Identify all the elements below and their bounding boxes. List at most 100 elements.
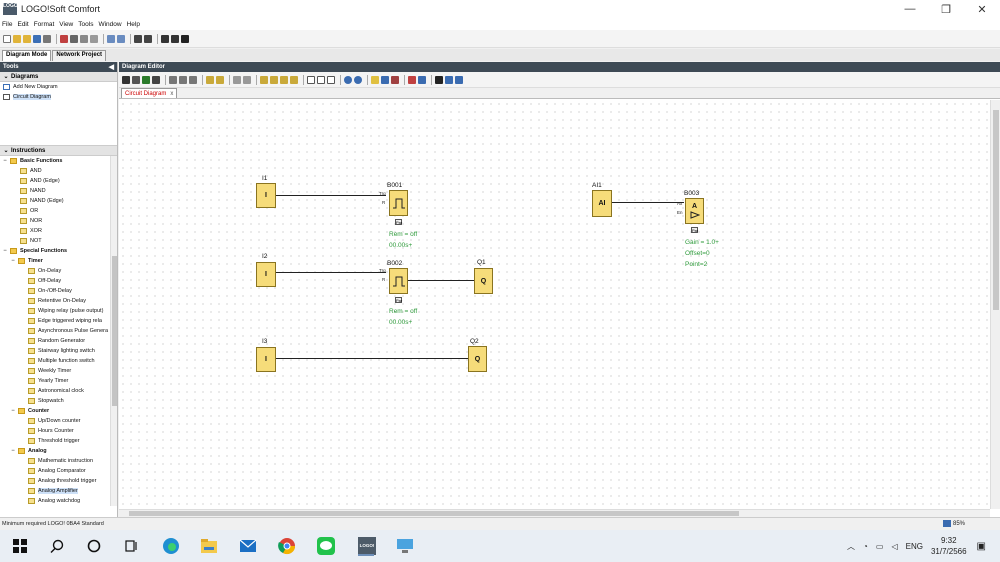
upload-icon[interactable] bbox=[144, 34, 152, 43]
page-icon[interactable] bbox=[317, 75, 325, 84]
param-box-icon[interactable]: Par bbox=[395, 297, 403, 303]
text-tool-icon[interactable] bbox=[152, 75, 160, 84]
copy-icon[interactable] bbox=[80, 34, 88, 43]
tree-item-timer[interactable]: Stopwatch bbox=[0, 396, 117, 406]
output-q2-block[interactable]: Q bbox=[468, 346, 487, 372]
menu-view[interactable]: View bbox=[59, 20, 74, 28]
tree-item-timer[interactable]: Yearly Timer bbox=[0, 376, 117, 386]
tree-item-not[interactable]: NOT bbox=[0, 236, 117, 246]
menu-window[interactable]: Window bbox=[98, 20, 122, 28]
canvas-horizontal-scrollbar[interactable] bbox=[119, 509, 990, 517]
open-recent-icon[interactable] bbox=[23, 34, 31, 43]
zoom-out-icon[interactable] bbox=[354, 75, 362, 84]
logo-soft-comfort-taskbar-icon[interactable]: LOGO! bbox=[356, 536, 378, 556]
download-icon[interactable] bbox=[134, 34, 142, 43]
battery-icon[interactable]: ▭ bbox=[875, 541, 884, 551]
diagram-canvas[interactable]: I1 I B001 Trg R Par Rem = off 00.00s+ I2… bbox=[119, 100, 990, 509]
block-view-icon[interactable] bbox=[290, 75, 298, 84]
redo-icon[interactable] bbox=[117, 34, 125, 43]
param-box-icon[interactable]: Par bbox=[395, 219, 403, 225]
scrollbar-thumb[interactable] bbox=[129, 511, 739, 516]
paste-icon[interactable] bbox=[90, 34, 98, 43]
instructions-scrollbar[interactable] bbox=[110, 156, 117, 506]
close-icon[interactable]: x bbox=[170, 90, 174, 97]
tree-folder-analog[interactable]: − Analog bbox=[0, 446, 117, 456]
tree-item-nor[interactable]: NOR bbox=[0, 216, 117, 226]
menu-edit[interactable]: Edit bbox=[17, 20, 29, 28]
tree-item-analog[interactable]: Analog Amplifier bbox=[0, 486, 117, 496]
tree-item-timer[interactable]: Wiping relay (pulse output) bbox=[0, 306, 117, 316]
menu-help[interactable]: Help bbox=[126, 20, 140, 28]
input-i2-block[interactable]: I bbox=[256, 262, 276, 287]
tab-network-project[interactable]: Network Project bbox=[52, 50, 107, 61]
language-indicator[interactable]: ENG bbox=[905, 541, 923, 551]
zoom-readout[interactable]: 85% bbox=[942, 520, 965, 527]
file-explorer-icon[interactable] bbox=[199, 536, 219, 556]
page-icon[interactable] bbox=[307, 75, 315, 84]
signal-icon[interactable] bbox=[435, 75, 443, 84]
chrome-icon[interactable] bbox=[277, 536, 297, 556]
tree-item-analog[interactable]: Mathematic instruction bbox=[0, 456, 117, 466]
zoom-in-icon[interactable] bbox=[344, 75, 352, 84]
clock[interactable]: 9:32 31/7/2566 bbox=[931, 535, 967, 557]
tree-folder-counter[interactable]: − Counter bbox=[0, 406, 117, 416]
online-test-icon[interactable] bbox=[216, 75, 224, 84]
tab-diagram-mode[interactable]: Diagram Mode bbox=[2, 50, 52, 61]
tree-item-or[interactable]: OR bbox=[0, 206, 117, 216]
tool-icon[interactable] bbox=[418, 75, 426, 84]
page-icon[interactable] bbox=[327, 75, 335, 84]
open-folder-icon[interactable] bbox=[13, 34, 21, 43]
wire[interactable] bbox=[276, 358, 468, 360]
collapse-panel-icon[interactable]: ◀ bbox=[108, 64, 114, 71]
tree-folder-timer[interactable]: − Timer bbox=[0, 256, 117, 266]
output-q1-block[interactable]: Q bbox=[474, 268, 493, 294]
save-icon[interactable] bbox=[33, 34, 41, 43]
input-i1-block[interactable]: I bbox=[256, 183, 276, 208]
chevron-up-icon[interactable]: ︿ bbox=[847, 541, 856, 551]
remote-desktop-icon[interactable] bbox=[395, 536, 415, 556]
tree-item-timer[interactable]: Weekly Timer bbox=[0, 366, 117, 376]
selection-tool-icon[interactable] bbox=[122, 75, 130, 84]
block-b001[interactable] bbox=[389, 190, 408, 216]
tree-item-timer[interactable]: Random Generator bbox=[0, 336, 117, 346]
menu-file[interactable]: File bbox=[2, 20, 13, 28]
redo-icon[interactable] bbox=[243, 75, 251, 84]
mail-icon[interactable] bbox=[238, 536, 258, 556]
print-icon[interactable] bbox=[43, 34, 51, 43]
scrollbar-thumb[interactable] bbox=[112, 256, 117, 406]
add-new-diagram-item[interactable]: Add New Diagram bbox=[0, 82, 117, 92]
tree-item-timer[interactable]: Astronomical clock bbox=[0, 386, 117, 396]
task-view-icon[interactable] bbox=[121, 536, 141, 556]
network-icon[interactable]: ◔ bbox=[863, 541, 868, 551]
scrollbar-thumb[interactable] bbox=[993, 110, 999, 310]
tree-item-analog[interactable]: Analog watchdog bbox=[0, 496, 117, 506]
minimize-button[interactable]: — bbox=[904, 3, 916, 15]
instructions-section-header[interactable]: ⌄ Instructions bbox=[0, 146, 117, 156]
tree-item-counter[interactable]: Hours Counter bbox=[0, 426, 117, 436]
simulation-icon[interactable] bbox=[206, 75, 214, 84]
edge-browser-icon[interactable] bbox=[161, 536, 181, 556]
wire[interactable] bbox=[276, 272, 386, 274]
new-file-icon[interactable] bbox=[3, 34, 11, 43]
constant-tool-icon[interactable] bbox=[142, 75, 150, 84]
connect-tool-icon[interactable] bbox=[132, 75, 140, 84]
tree-item-nand[interactable]: NAND bbox=[0, 186, 117, 196]
block-view-icon[interactable] bbox=[280, 75, 288, 84]
restore-button[interactable]: ❐ bbox=[941, 3, 951, 16]
tree-folder-special-functions[interactable]: − Special Functions bbox=[0, 246, 117, 256]
undo-icon[interactable] bbox=[233, 75, 241, 84]
cut-icon[interactable] bbox=[60, 34, 68, 43]
reorder-icon[interactable] bbox=[179, 75, 187, 84]
line-app-icon[interactable] bbox=[316, 536, 336, 556]
align-icon[interactable] bbox=[189, 75, 197, 84]
input-i3-block[interactable]: I bbox=[256, 347, 276, 372]
tool-icon[interactable] bbox=[408, 75, 416, 84]
param-box-icon[interactable]: Par bbox=[691, 227, 699, 233]
circuit-diagram-item[interactable]: Circuit Diagram bbox=[0, 92, 117, 102]
block-b002[interactable] bbox=[389, 268, 408, 294]
notification-icon[interactable]: ▣ bbox=[976, 540, 986, 552]
tree-item-timer[interactable]: Edge triggered wiping rela bbox=[0, 316, 117, 326]
tree-item-counter[interactable]: Threshold trigger bbox=[0, 436, 117, 446]
wire[interactable] bbox=[276, 195, 386, 197]
tree-item-timer[interactable]: Asynchronous Pulse Genera bbox=[0, 326, 117, 336]
